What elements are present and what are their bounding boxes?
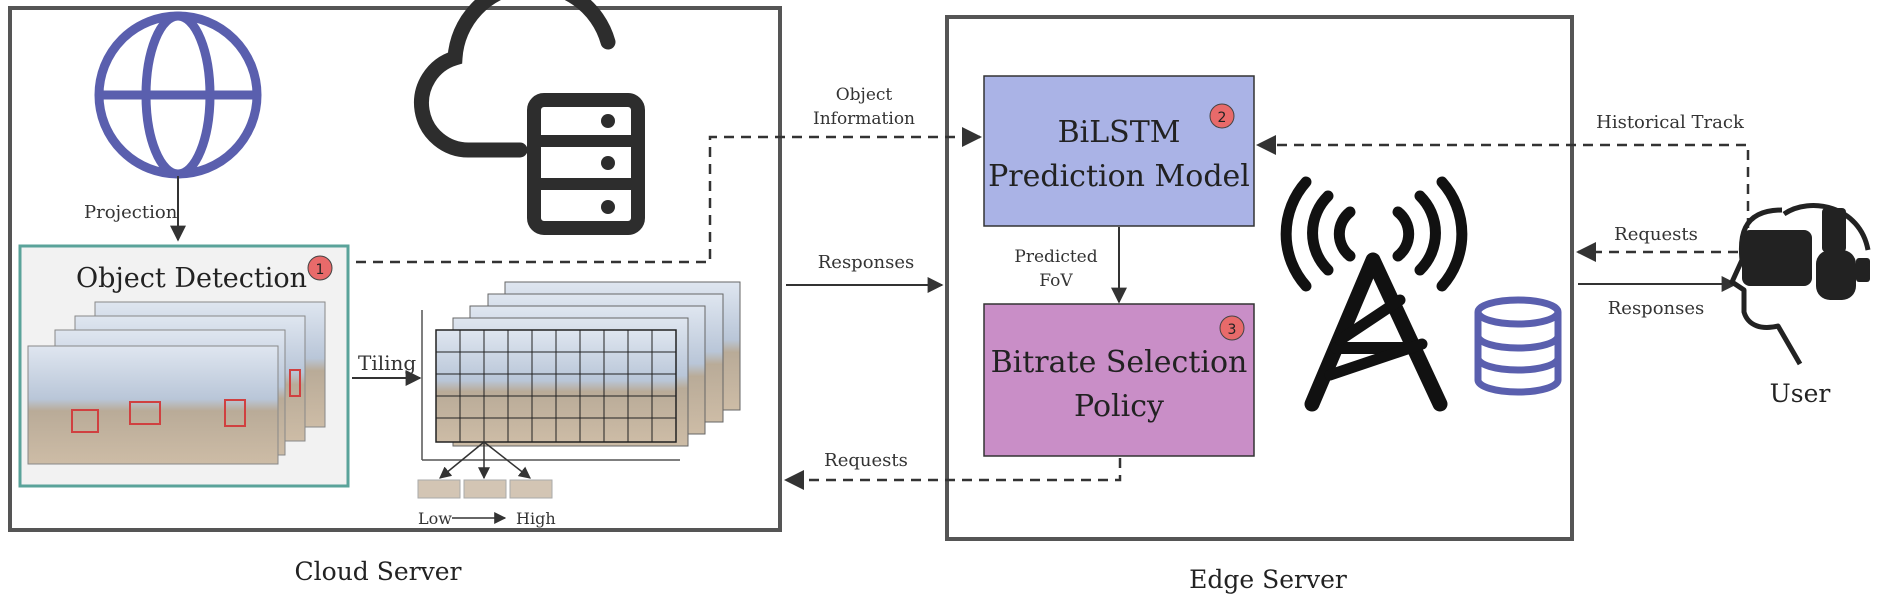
- cloud-storage-icon: [414, 0, 645, 235]
- requests-user-label: Requests: [1614, 224, 1698, 245]
- bilstm-model-box: [983, 75, 1255, 227]
- badge-2-number: 2: [1218, 110, 1227, 126]
- quality-high-label: High: [516, 509, 556, 528]
- object-information-line2: Information: [813, 109, 915, 129]
- detection-frames: [27, 301, 326, 465]
- badge-3-number: 3: [1228, 322, 1237, 338]
- object-information-arrow: [356, 127, 982, 264]
- user-label: User: [1770, 379, 1831, 408]
- globe-icon: [94, 11, 262, 179]
- bilstm-label-line1: BiLSTM: [1058, 115, 1181, 150]
- requests-cloud-label: Requests: [824, 450, 908, 471]
- responses-user-label: Responses: [1608, 298, 1705, 319]
- predicted-fov-line1: Predicted: [1014, 247, 1097, 267]
- bitrate-policy-box: [983, 303, 1255, 457]
- historical-track-arrow: [1256, 135, 1750, 228]
- projection-label: Projection: [84, 202, 178, 223]
- antenna-tower-icon: [1280, 176, 1468, 412]
- cloud-server-title: Cloud Server: [295, 557, 462, 586]
- vr-user-icon: [1729, 203, 1871, 366]
- predicted-fov-line2: FoV: [1039, 271, 1073, 291]
- responses-cloud-label: Responses: [818, 252, 915, 273]
- badge-1: [307, 255, 333, 281]
- object-detection-label: Object Detection: [76, 263, 307, 294]
- tiling-label: Tiling: [358, 351, 416, 375]
- database-icon: [1474, 296, 1562, 396]
- edge-server-title: Edge Server: [1189, 565, 1347, 594]
- bitrate-label-line1: Bitrate Selection: [991, 345, 1248, 380]
- quality-low-label: Low: [418, 509, 452, 528]
- historical-track-label: Historical Track: [1596, 112, 1745, 133]
- requests-cloud-arrow: [784, 458, 1122, 490]
- badge-2: [1209, 103, 1235, 129]
- tiled-frames: [417, 281, 741, 524]
- bilstm-label-line2: Prediction Model: [988, 159, 1250, 194]
- bitrate-label-line2: Policy: [1074, 389, 1164, 424]
- object-information-line1: Object: [836, 85, 893, 105]
- badge-1-number: 1: [316, 262, 325, 278]
- badge-3: [1219, 315, 1245, 341]
